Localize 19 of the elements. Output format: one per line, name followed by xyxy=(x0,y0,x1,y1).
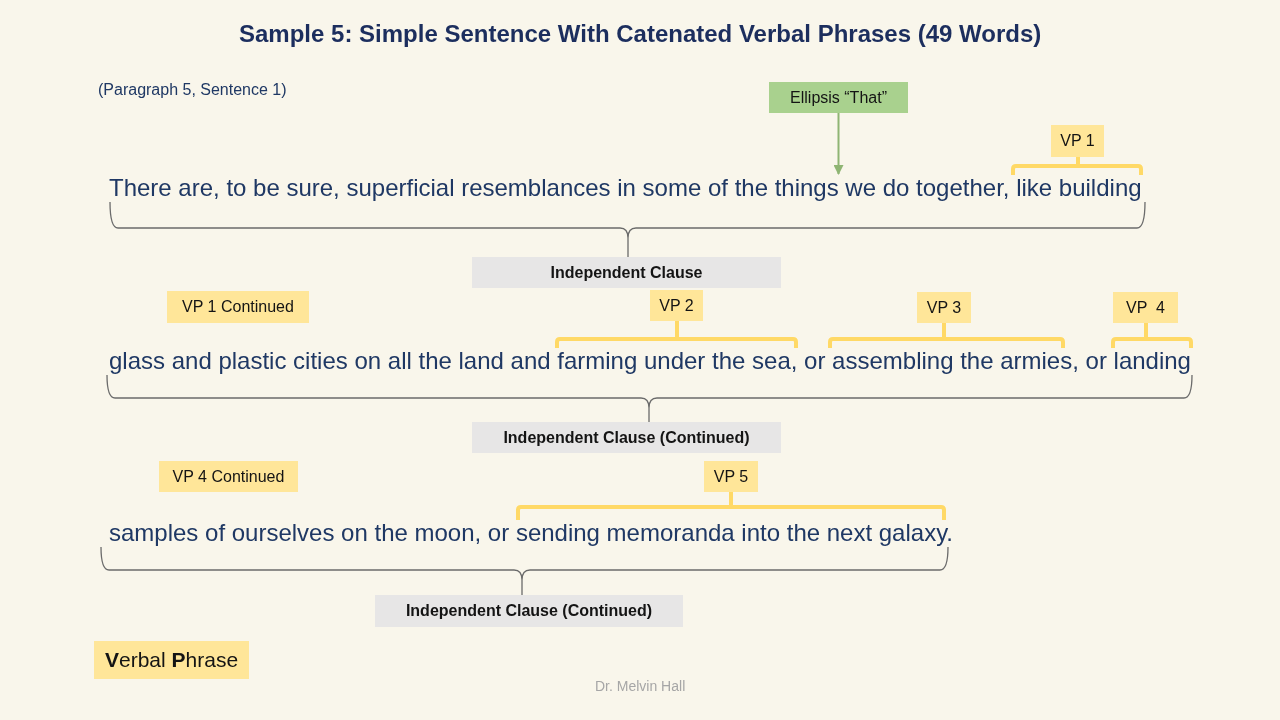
arrow xyxy=(833,112,844,175)
sentence-text: There are, to be sure, superficial resemblances in some of the things we do together, like building xyxy=(109,174,1142,202)
clause-label: Independent Clause (Continued) xyxy=(375,595,683,627)
phrase-label: VP 3 xyxy=(917,292,971,323)
sentence-text: glass and plastic cities on all the land and farming under the sea, or assembling the armies, or landing xyxy=(109,347,1191,375)
phrase-label: VP 4 Continued xyxy=(159,461,298,492)
sentence-text: samples of ourselves on the moon, or sending memoranda into the next galaxy. xyxy=(109,519,954,547)
author-credit: Dr. Melvin Hall xyxy=(595,678,686,696)
clause-label: Independent Clause xyxy=(472,257,781,288)
phrase-label: VP 4 xyxy=(1113,292,1178,323)
slide-title: Sample 5: Simple Sentence With Catenated Verbal Phrases (49 Words) xyxy=(239,19,1042,48)
legend-label: Verbal Phrase xyxy=(94,641,250,679)
phrase-label: VP 1 Continued xyxy=(167,291,309,323)
ellipsis-label: Ellipsis “That” xyxy=(769,82,908,113)
source-note: (Paragraph 5, Sentence 1) xyxy=(98,80,287,100)
clause-label: Independent Clause (Continued) xyxy=(472,422,781,453)
phrase-label: VP 5 xyxy=(704,461,758,492)
phrase-label: VP 1 xyxy=(1051,125,1104,157)
phrase-label: VP 2 xyxy=(650,290,703,321)
